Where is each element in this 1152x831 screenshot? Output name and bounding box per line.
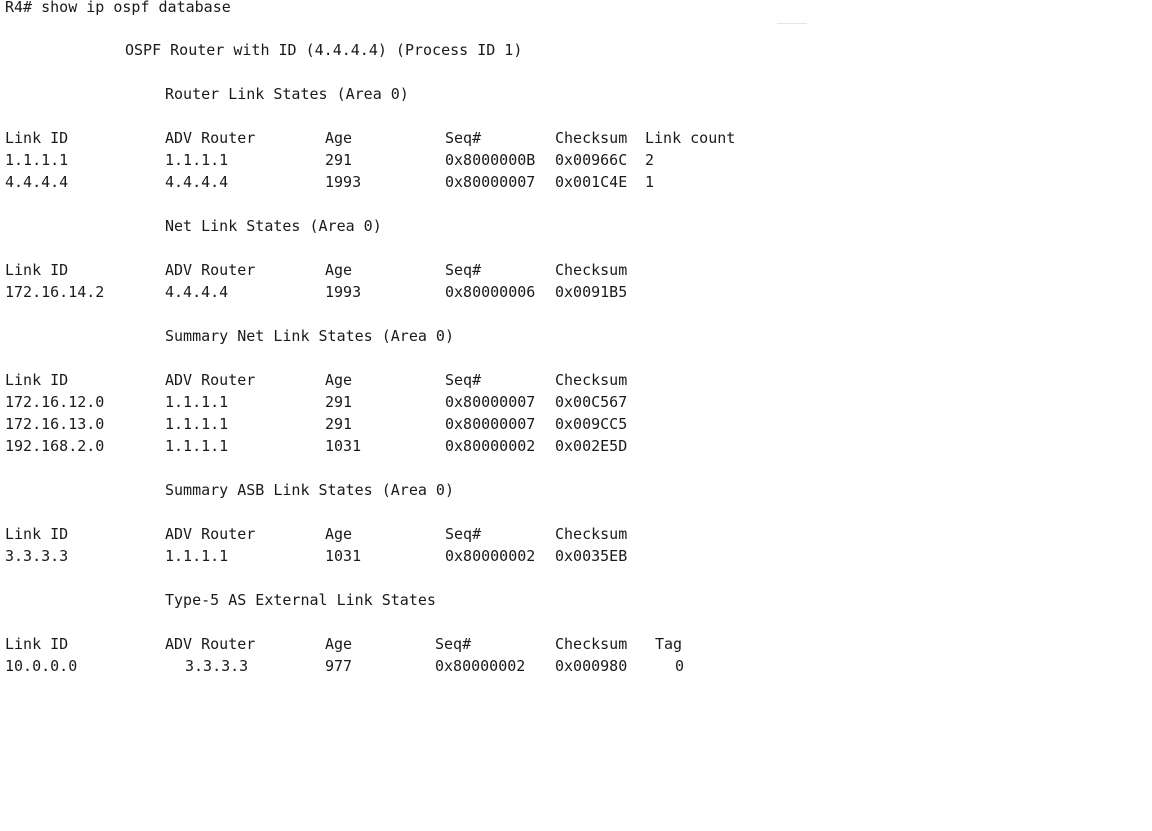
- ospf-header: OSPF Router with ID (4.4.4.4) (Process I…: [125, 41, 523, 59]
- table-row: 172.16.12.0 1.1.1.1 291 0x80000007 0x00C…: [5, 391, 627, 413]
- column-link-count: Link count: [645, 129, 736, 147]
- section-title-summary-net-link-states: Summary Net Link States (Area 0): [165, 327, 454, 345]
- section-title-router-link-states: Router Link States (Area 0): [165, 85, 409, 103]
- cell-adv-router: 1.1.1.1: [165, 415, 229, 433]
- cell-link-id: 10.0.0.0: [5, 657, 78, 675]
- table-row: 4.4.4.4 4.4.4.4 1993 0x80000007 0x001C4E…: [5, 171, 654, 193]
- column-link-id: Link ID: [5, 261, 69, 279]
- cell-age: 291: [325, 151, 353, 169]
- column-link-id: Link ID: [5, 371, 69, 389]
- cell-adv-router: 4.4.4.4: [165, 283, 229, 301]
- column-checksum: Checksum: [555, 261, 628, 279]
- table-row: 1.1.1.1 1.1.1.1 291 0x8000000B 0x00966C …: [5, 149, 654, 171]
- column-adv-router: ADV Router: [165, 371, 256, 389]
- table-row: 172.16.13.0 1.1.1.1 291 0x80000007 0x009…: [5, 413, 627, 435]
- column-age: Age: [325, 525, 353, 543]
- cell-link-count: 1: [645, 173, 655, 191]
- cell-seq: 0x80000007: [445, 393, 536, 411]
- cell-link-id: 3.3.3.3: [5, 547, 69, 565]
- cell-checksum: 0x001C4E: [555, 173, 628, 191]
- table-row: 192.168.2.0 1.1.1.1 1031 0x80000002 0x00…: [5, 435, 627, 457]
- column-adv-router: ADV Router: [165, 525, 256, 543]
- cell-age: 1993: [325, 173, 362, 191]
- cell-age: 977: [325, 657, 353, 675]
- column-adv-router: ADV Router: [165, 261, 256, 279]
- table-header-row: Link ID ADV Router Age Seq# Checksum: [5, 523, 627, 545]
- cell-checksum: 0x000980: [555, 657, 628, 675]
- table-row: 3.3.3.3 1.1.1.1 1031 0x80000002 0x0035EB: [5, 545, 627, 567]
- cell-link-id: 172.16.14.2: [5, 283, 105, 301]
- cell-seq: 0x80000007: [445, 173, 536, 191]
- column-seq: Seq#: [435, 635, 472, 653]
- cell-seq: 0x80000002: [445, 547, 536, 565]
- cell-age: 291: [325, 415, 353, 433]
- cell-adv-router: 4.4.4.4: [165, 173, 229, 191]
- cell-checksum: 0x00C567: [555, 393, 628, 411]
- column-checksum: Checksum: [555, 525, 628, 543]
- column-age: Age: [325, 371, 353, 389]
- table-header-row: Link ID ADV Router Age Seq# Checksum Lin…: [5, 127, 735, 149]
- column-link-id: Link ID: [5, 129, 69, 147]
- column-seq: Seq#: [445, 129, 482, 147]
- cell-seq: 0x80000006: [445, 283, 536, 301]
- column-checksum: Checksum: [555, 635, 628, 653]
- column-seq: Seq#: [445, 525, 482, 543]
- column-age: Age: [325, 635, 353, 653]
- cell-link-id: 172.16.13.0: [5, 415, 105, 433]
- column-tag: Tag: [655, 635, 683, 653]
- table-header-row: Link ID ADV Router Age Seq# Checksum Tag: [5, 633, 682, 655]
- decorative-divider: [777, 23, 807, 24]
- command-line: R4# show ip ospf database: [5, 0, 231, 16]
- column-link-id: Link ID: [5, 635, 69, 653]
- column-seq: Seq#: [445, 371, 482, 389]
- cell-adv-router: 1.1.1.1: [165, 547, 229, 565]
- section-title-type5-external-link-states: Type-5 AS External Link States: [165, 591, 436, 609]
- cell-link-id: 1.1.1.1: [5, 151, 69, 169]
- column-checksum: Checksum: [555, 371, 628, 389]
- section-title-net-link-states: Net Link States (Area 0): [165, 217, 382, 235]
- table-header-row: Link ID ADV Router Age Seq# Checksum: [5, 369, 627, 391]
- cell-seq: 0x80000002: [445, 437, 536, 455]
- cell-link-id: 172.16.12.0: [5, 393, 105, 411]
- cell-adv-router: 3.3.3.3: [185, 657, 249, 675]
- cell-age: 1993: [325, 283, 362, 301]
- cell-checksum: 0x009CC5: [555, 415, 628, 433]
- cell-link-id: 4.4.4.4: [5, 173, 69, 191]
- cell-age: 1031: [325, 437, 362, 455]
- terminal-output: R4# show ip ospf database OSPF Router wi…: [5, 0, 1145, 706]
- cell-link-count: 2: [645, 151, 655, 169]
- cell-checksum: 0x0035EB: [555, 547, 628, 565]
- cell-seq: 0x80000002: [435, 657, 526, 675]
- column-adv-router: ADV Router: [165, 129, 256, 147]
- cell-seq: 0x8000000B: [445, 151, 536, 169]
- cell-checksum: 0x00966C: [555, 151, 628, 169]
- table-row: 10.0.0.0 3.3.3.3 977 0x80000002 0x000980…: [5, 655, 684, 677]
- column-adv-router: ADV Router: [165, 635, 256, 653]
- cell-checksum: 0x0091B5: [555, 283, 628, 301]
- cell-age: 291: [325, 393, 353, 411]
- cell-age: 1031: [325, 547, 362, 565]
- column-link-id: Link ID: [5, 525, 69, 543]
- cell-tag: 0: [675, 657, 685, 675]
- column-checksum: Checksum: [555, 129, 628, 147]
- column-age: Age: [325, 129, 353, 147]
- column-seq: Seq#: [445, 261, 482, 279]
- cell-adv-router: 1.1.1.1: [165, 393, 229, 411]
- section-title-summary-asb-link-states: Summary ASB Link States (Area 0): [165, 481, 454, 499]
- column-age: Age: [325, 261, 353, 279]
- table-header-row: Link ID ADV Router Age Seq# Checksum: [5, 259, 627, 281]
- table-row: 172.16.14.2 4.4.4.4 1993 0x80000006 0x00…: [5, 281, 627, 303]
- cell-adv-router: 1.1.1.1: [165, 151, 229, 169]
- cell-checksum: 0x002E5D: [555, 437, 628, 455]
- cell-adv-router: 1.1.1.1: [165, 437, 229, 455]
- cell-seq: 0x80000007: [445, 415, 536, 433]
- cell-link-id: 192.168.2.0: [5, 437, 105, 455]
